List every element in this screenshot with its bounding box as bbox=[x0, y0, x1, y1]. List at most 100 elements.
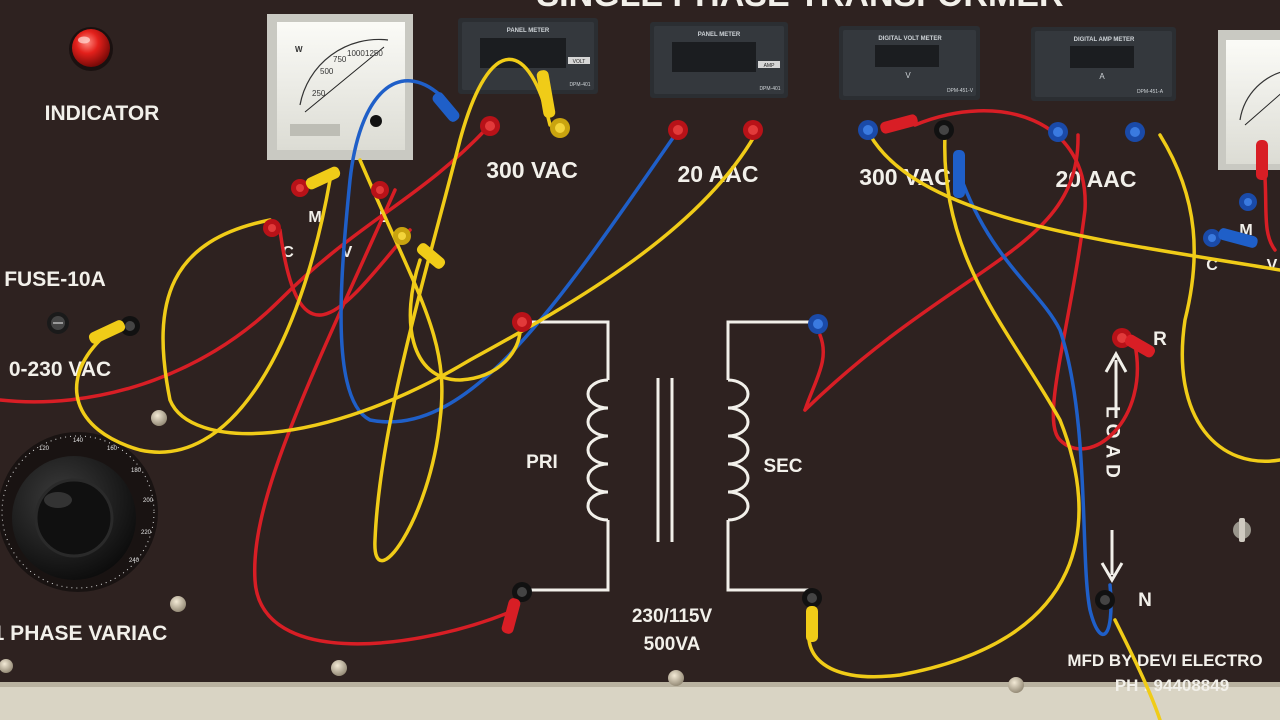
svg-text:A: A bbox=[1099, 72, 1105, 81]
panel-screws bbox=[0, 410, 1024, 693]
yellow-plug bbox=[305, 166, 341, 190]
yellow-wire bbox=[358, 57, 552, 563]
phone-line: PH : 94408849 bbox=[1115, 676, 1229, 695]
terminal-wm2-c[interactable] bbox=[1203, 229, 1221, 247]
red-wire bbox=[913, 109, 1139, 451]
svg-text:240: 240 bbox=[129, 558, 140, 564]
yellow-wire bbox=[868, 133, 1280, 272]
svg-text:1000: 1000 bbox=[347, 49, 365, 58]
svg-text:V: V bbox=[342, 244, 353, 261]
yellow-wire bbox=[161, 133, 757, 436]
red-wire bbox=[252, 188, 517, 646]
terminals bbox=[120, 116, 1257, 610]
svg-text:750: 750 bbox=[333, 55, 347, 64]
blue-plug bbox=[432, 92, 460, 122]
yellow-plug bbox=[806, 606, 818, 642]
analog-wattmeter-2 bbox=[1218, 30, 1280, 170]
terminal-dvm-blue[interactable] bbox=[858, 120, 878, 140]
yellow-wire bbox=[1158, 133, 1280, 463]
svg-text:DPM-401: DPM-401 bbox=[569, 82, 590, 88]
svg-text:140: 140 bbox=[73, 438, 84, 444]
digital-amp-meter: DIGITAL AMP METER A DPM-451-A bbox=[1031, 27, 1176, 101]
supply-label: 0-230 VAC bbox=[9, 358, 111, 381]
terminal-wm1-l[interactable] bbox=[371, 181, 389, 199]
bench-edge bbox=[0, 682, 1280, 720]
svg-text:DIGITAL VOLT METER: DIGITAL VOLT METER bbox=[878, 36, 942, 42]
svg-text:DPM-451-V: DPM-451-V bbox=[947, 88, 974, 94]
indicator-lamp bbox=[69, 27, 113, 71]
yellow-plug bbox=[416, 243, 446, 269]
svg-text:500: 500 bbox=[320, 67, 334, 76]
svg-text:DPM-401: DPM-401 bbox=[759, 86, 780, 92]
variac-dial[interactable]: 140 160 180 200 220 240 120 bbox=[0, 432, 158, 592]
red-plug bbox=[1124, 334, 1156, 358]
terminal-dam-blue-2[interactable] bbox=[1125, 122, 1145, 142]
terminal-wm2-m[interactable] bbox=[1239, 193, 1257, 211]
svg-text:DIGITAL AMP METER: DIGITAL AMP METER bbox=[1074, 37, 1135, 43]
blue-plug bbox=[1218, 228, 1258, 248]
red-wire bbox=[803, 333, 825, 412]
yellow-plug bbox=[536, 70, 556, 118]
rating-power: 500VA bbox=[644, 634, 701, 655]
blue-wire bbox=[958, 173, 1113, 636]
transformer-symbol bbox=[520, 320, 818, 592]
svg-text:1250: 1250 bbox=[365, 49, 383, 58]
blue-wire bbox=[339, 79, 677, 424]
svg-text:220: 220 bbox=[141, 530, 152, 536]
dam-display bbox=[1070, 46, 1134, 68]
terminal-dvm-black[interactable] bbox=[934, 120, 954, 140]
terminal-volt-red[interactable] bbox=[480, 116, 500, 136]
rating-voltage: 230/115V bbox=[632, 606, 713, 627]
svg-text:M: M bbox=[308, 209, 321, 226]
amp-range-label: 20 AAC bbox=[678, 161, 759, 187]
svg-text:PANEL METER: PANEL METER bbox=[698, 32, 741, 38]
svg-text:V: V bbox=[905, 71, 911, 80]
red-plug bbox=[501, 598, 521, 634]
digital-volt-meter: DIGITAL VOLT METER V DPM-451-V bbox=[839, 26, 980, 100]
terminal-wm1-v[interactable] bbox=[393, 227, 411, 245]
terminal-r-label: R bbox=[1153, 329, 1167, 350]
svg-text:V: V bbox=[1267, 257, 1278, 274]
terminal-wm1-m[interactable] bbox=[291, 179, 309, 197]
terminal-pri-top[interactable] bbox=[512, 312, 532, 332]
svg-text:PANEL METER: PANEL METER bbox=[507, 28, 550, 34]
banana-plugs bbox=[88, 70, 1268, 642]
fuse-holder[interactable] bbox=[47, 312, 69, 334]
svg-text:120: 120 bbox=[39, 446, 50, 452]
svg-text:DPM-451-A: DPM-451-A bbox=[1137, 89, 1164, 95]
indicator-label: INDICATOR bbox=[45, 102, 160, 125]
maker-line: MFD BY DEVI ELECTRO bbox=[1067, 651, 1262, 670]
svg-text:180: 180 bbox=[131, 468, 142, 474]
terminal-dam-blue[interactable] bbox=[1048, 122, 1068, 142]
svg-text:250: 250 bbox=[312, 89, 326, 98]
terminal-n-label: N bbox=[1138, 590, 1152, 611]
terminal-amp-red[interactable] bbox=[668, 120, 688, 140]
svg-text:200: 200 bbox=[143, 498, 154, 504]
zero-adjust-screw[interactable] bbox=[370, 115, 382, 127]
terminal-wm1-c[interactable] bbox=[263, 219, 281, 237]
load-arrow bbox=[1100, 350, 1128, 583]
svg-text:160: 160 bbox=[107, 446, 118, 452]
secondary-label: SEC bbox=[763, 456, 802, 477]
svg-text:C: C bbox=[1206, 257, 1218, 274]
analog-wattmeter-1: W 250 500 750 1000 1250 bbox=[267, 14, 413, 160]
panel-meter-volt: PANEL METER VOLT DPM-401 bbox=[458, 18, 598, 94]
terminal-sec-bottom[interactable] bbox=[802, 588, 822, 608]
svg-text:VOLT: VOLT bbox=[573, 59, 586, 65]
red-wire bbox=[0, 123, 492, 404]
terminal-amp-red-2[interactable] bbox=[743, 120, 763, 140]
dvm-display bbox=[875, 45, 939, 67]
terminal-volt-yellow[interactable] bbox=[550, 118, 570, 138]
terminal-load-n[interactable] bbox=[1095, 590, 1115, 610]
load-toggle-switch[interactable] bbox=[1233, 518, 1251, 542]
yellow-wire bbox=[1113, 618, 1162, 720]
panel-title: SINGLE PHASE TRANSFORMER bbox=[536, 0, 1063, 14]
primary-label: PRI bbox=[526, 452, 558, 473]
terminal-pri-bottom[interactable] bbox=[512, 582, 532, 602]
red-wire bbox=[278, 228, 412, 317]
variac-label: 1 PHASE VARIAC bbox=[0, 622, 167, 645]
terminal-supply[interactable] bbox=[120, 316, 140, 336]
terminal-sec-top[interactable] bbox=[808, 314, 828, 334]
red-plug bbox=[1256, 140, 1268, 180]
